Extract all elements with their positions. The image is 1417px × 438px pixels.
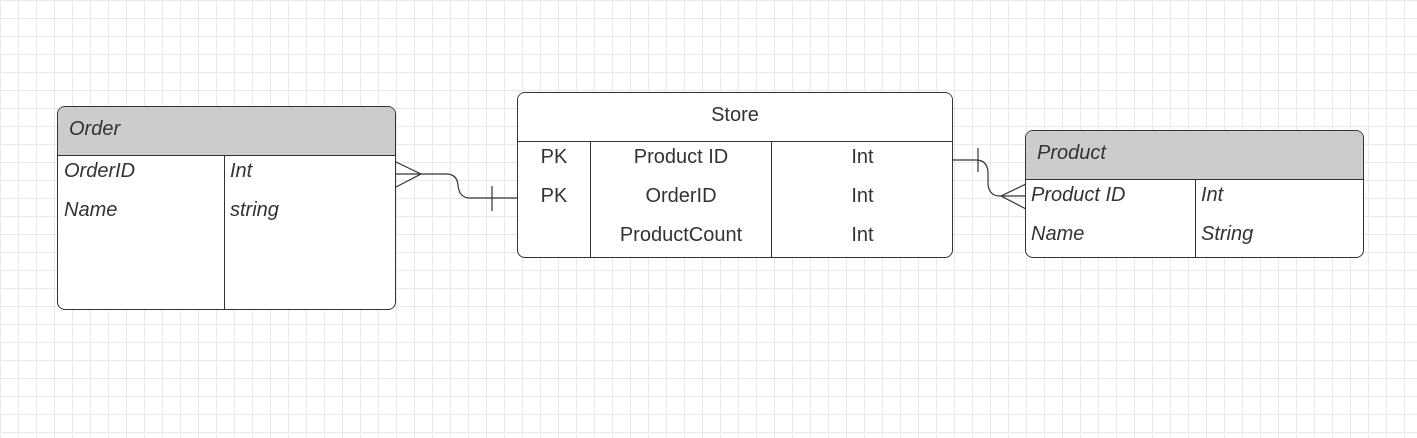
- field-name: Product ID: [1031, 184, 1126, 206]
- column-divider: [771, 142, 772, 257]
- connector-order-store[interactable]: [396, 173, 517, 199]
- entity-product-title: Product: [1037, 142, 1106, 164]
- entity-product[interactable]: Product Product ID Int Name String: [1025, 130, 1364, 258]
- field-type: Int: [1201, 184, 1224, 206]
- field-name: OrderID: [64, 160, 136, 182]
- entity-order-title: Order: [69, 118, 121, 140]
- column-divider: [1195, 180, 1196, 257]
- field-type: Int: [851, 224, 874, 246]
- entity-order[interactable]: Order OrderID Int Name string: [57, 106, 396, 310]
- field-key: PK: [540, 185, 568, 207]
- field-type: Int: [851, 146, 874, 168]
- entity-store-header: Store: [518, 93, 952, 142]
- field-key: PK: [540, 146, 568, 168]
- connector-store-product[interactable]: [953, 159, 1026, 197]
- column-divider: [590, 142, 591, 257]
- crowfoot-many-product: [999, 183, 1027, 210]
- field-name: OrderID: [645, 185, 717, 207]
- field-type: Int: [230, 160, 253, 182]
- field-name: Name: [1031, 223, 1085, 245]
- entity-store[interactable]: Store PK Product ID Int PK OrderID Int P…: [517, 92, 953, 258]
- field-type: Int: [851, 185, 874, 207]
- field-name: Product ID: [633, 146, 729, 168]
- field-name: Name: [64, 199, 118, 221]
- field-type: string: [230, 199, 279, 221]
- entity-order-header: Order: [58, 107, 395, 156]
- field-type: String: [1201, 223, 1254, 245]
- entity-store-title: Store: [711, 104, 759, 126]
- entity-product-header: Product: [1026, 131, 1363, 180]
- field-name: ProductCount: [619, 224, 743, 246]
- column-divider: [224, 156, 225, 309]
- crowfoot-many-order: [395, 161, 423, 188]
